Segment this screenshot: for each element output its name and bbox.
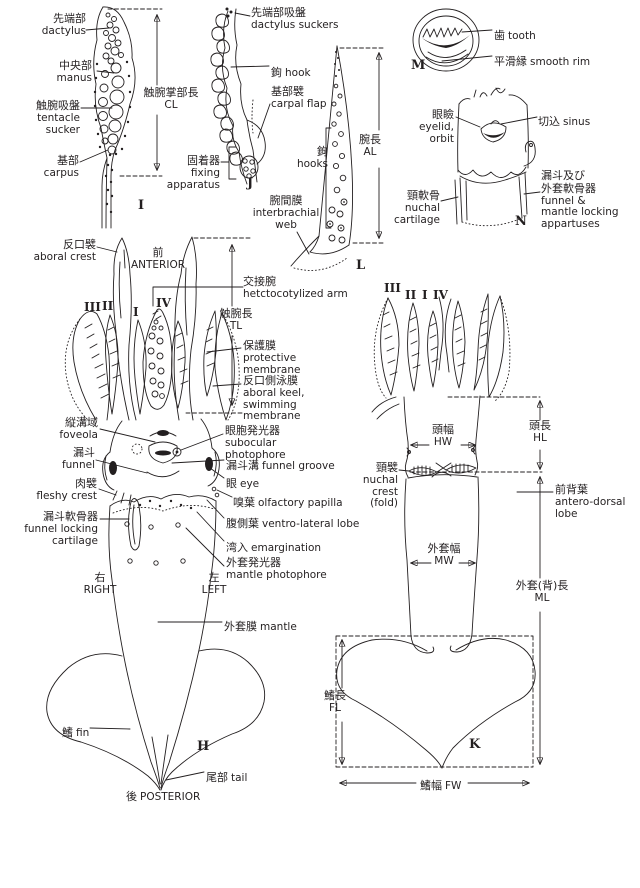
arm-numeral-i: I: [133, 305, 139, 319]
figure-letter-j: J: [247, 176, 254, 191]
figure-letter-l: L: [356, 258, 366, 273]
arm-numeral-ii: II: [102, 299, 114, 313]
figure-letter-n: N: [515, 214, 527, 229]
fig-n-drawing: [440, 87, 541, 227]
arm-numeral-iv-k: IV: [433, 288, 448, 302]
fig-m-drawing: [412, 8, 493, 72]
figure-letter-k: K: [469, 737, 481, 752]
figure-letter-i: I: [138, 198, 145, 213]
cl-measure-arrow: [107, 8, 163, 177]
arm-numeral-ii-k: II: [405, 288, 417, 302]
fig-k-drawing: [336, 293, 554, 769]
arm-numeral-iii: III: [84, 300, 101, 314]
fig-j-drawing: [210, 7, 271, 185]
figure-letter-h: H: [197, 739, 210, 754]
figure-letter-m: M: [411, 58, 426, 73]
fig-i-drawing: [79, 6, 136, 229]
k-measure-arrows: [335, 396, 542, 783]
al-measure-arrow: [339, 47, 385, 244]
arm-numeral-iv: IV: [156, 296, 171, 310]
fig-l-drawing: [290, 45, 354, 271]
arm-numeral-i-k: I: [422, 288, 428, 302]
arm-numeral-iii-k: III: [384, 281, 401, 295]
fixing-apparatus-bracket: [220, 146, 237, 180]
tl-measure-arrow: [185, 237, 251, 414]
fig-h-drawing: [46, 236, 266, 791]
